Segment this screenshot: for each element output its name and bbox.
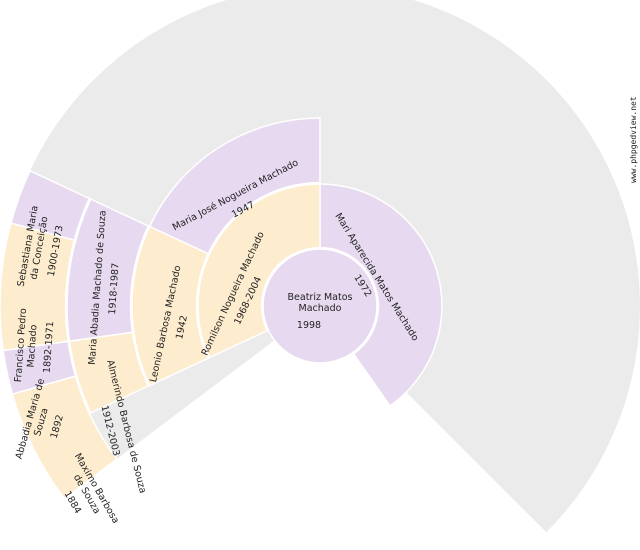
root-person-name-line-1: Beatriz Matos bbox=[288, 292, 353, 303]
wedge-father-mother[interactable] bbox=[148, 117, 321, 255]
wedge-fff-father[interactable] bbox=[11, 375, 118, 500]
person-name-line: Machado bbox=[26, 324, 40, 368]
person-dates: 1892-1971 bbox=[42, 321, 57, 373]
root-person-disc bbox=[262, 248, 378, 364]
wedge-mother[interactable] bbox=[319, 183, 443, 407]
wedge-ffm-father[interactable] bbox=[0, 222, 76, 352]
wedge-ff-father[interactable] bbox=[68, 331, 150, 414]
fan-chart-wedges bbox=[0, 0, 640, 533]
wedge-father[interactable] bbox=[197, 183, 321, 359]
person-dates: 1918-1987 bbox=[107, 263, 122, 315]
root-person[interactable]: Beatriz Matos Machado 1998 bbox=[262, 248, 378, 364]
root-person-name-line-2: Machado bbox=[299, 303, 342, 314]
person-name-line: Francisco Pedro bbox=[13, 308, 29, 383]
wedge-father-father[interactable] bbox=[131, 225, 210, 387]
wedge-ff-mother[interactable] bbox=[66, 198, 150, 343]
site-watermark[interactable]: www.phpgedview.net bbox=[629, 96, 638, 183]
person-dates: 1942 bbox=[174, 314, 190, 340]
wedge-ffm-mother[interactable] bbox=[9, 169, 91, 242]
root-person-dates: 1998 bbox=[297, 320, 321, 331]
